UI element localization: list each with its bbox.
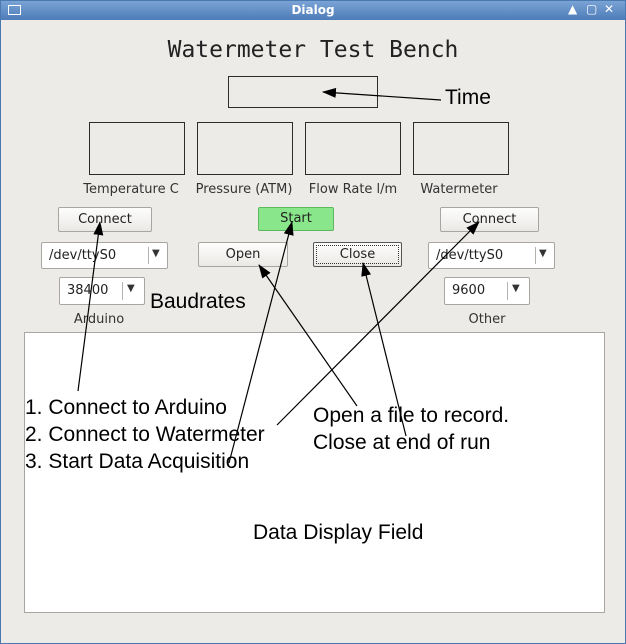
open-file-button[interactable]: Open [198, 242, 288, 267]
titlebar[interactable]: Dialog ▲ ▢ ✕ [1, 1, 625, 20]
annotation-file-close: Close at end of run [313, 431, 491, 454]
annotation-data-display: Data Display Field [253, 521, 424, 544]
arduino-port-select[interactable]: /dev/ttyS0 ▼ [41, 242, 168, 269]
menu-icon[interactable] [8, 5, 21, 15]
arduino-connect-button[interactable]: Connect [58, 207, 152, 232]
chevron-down-icon: ▼ [512, 283, 520, 294]
watermeter-display [413, 122, 509, 175]
annotation-baudrates: Baudrates [150, 290, 246, 313]
close-file-button[interactable]: Close [313, 242, 402, 267]
annotation-file-open: Open a file to record. [313, 404, 510, 427]
watermeter-label: Watermeter [420, 182, 498, 197]
flow-rate-display [305, 122, 401, 175]
pressure-display [197, 122, 293, 175]
close-icon[interactable]: ✕ [604, 2, 615, 16]
annotation-step-2: 2. Connect to Watermeter [25, 423, 265, 446]
restore-icon[interactable]: ▢ [586, 2, 598, 16]
other-connect-button[interactable]: Connect [440, 207, 539, 232]
arduino-baudrate-select[interactable]: 38400 ▼ [59, 277, 145, 305]
maximize-arrow-icon[interactable]: ▲ [568, 2, 578, 16]
flow-rate-label: Flow Rate l/m [308, 182, 398, 197]
time-display [228, 76, 378, 108]
arduino-label: Arduino [73, 312, 125, 327]
chevron-down-icon: ▼ [152, 248, 160, 259]
annotation-step-3: 3. Start Data Acquisition [25, 450, 250, 473]
temperature-label: Temperature C [83, 182, 179, 197]
temperature-display [89, 122, 185, 175]
other-port-select[interactable]: /dev/ttyS0 ▼ [428, 242, 555, 269]
other-baudrate-select[interactable]: 9600 ▼ [444, 277, 530, 305]
chevron-down-icon: ▼ [127, 283, 135, 294]
annotation-step-1: 1. Connect to Arduino [25, 396, 227, 419]
other-label: Other [468, 312, 506, 327]
window-title: Dialog [291, 3, 335, 17]
chevron-down-icon: ▼ [539, 248, 547, 259]
annotation-time: Time [445, 86, 491, 109]
start-button[interactable]: Start [258, 207, 334, 231]
page-title: Watermeter Test Bench [167, 37, 459, 63]
pressure-label: Pressure (ATM) [195, 182, 293, 197]
